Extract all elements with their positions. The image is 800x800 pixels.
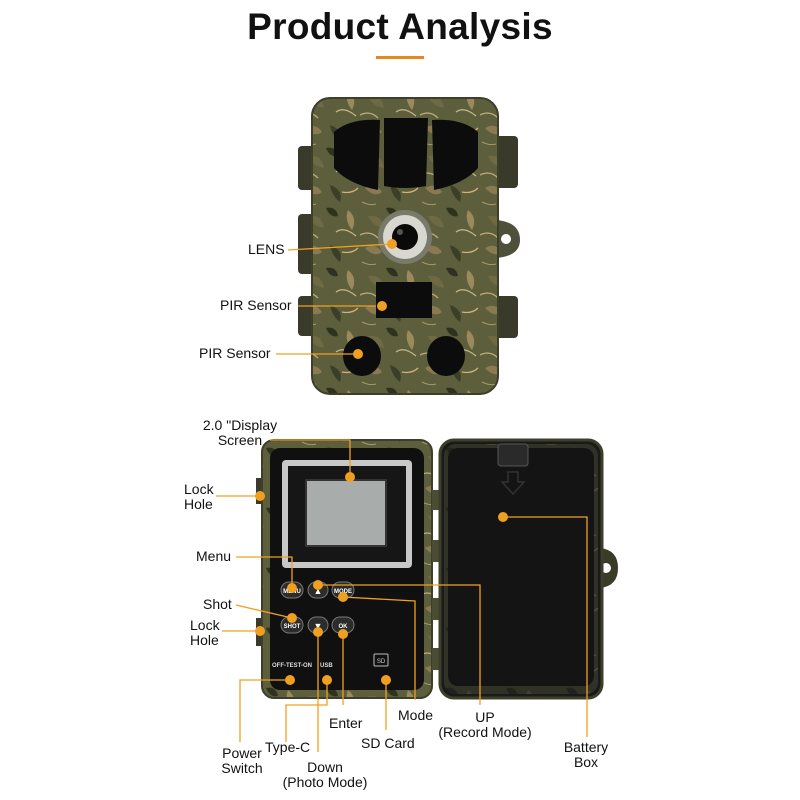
label-shot: Shot xyxy=(203,596,232,612)
hinge xyxy=(432,598,442,620)
hinge xyxy=(432,648,442,670)
label-sd-card: SD Card xyxy=(361,735,415,751)
hinge xyxy=(432,540,442,562)
callout-dot xyxy=(287,613,297,623)
shot-button[interactable]: SHOT xyxy=(280,616,304,634)
sd-symbol-text: SD xyxy=(377,659,386,665)
label-power-switch: Power Switch xyxy=(221,745,263,776)
arrow-down-icon xyxy=(500,471,526,496)
ir-led-panel-right xyxy=(432,119,478,190)
callout-dot xyxy=(313,580,323,590)
callout-dot xyxy=(498,512,508,522)
label-down: Down (Photo Mode) xyxy=(282,759,368,790)
pir-sensor-window xyxy=(376,282,432,318)
callout-dot xyxy=(287,583,297,593)
callout-dot xyxy=(387,239,397,249)
camera-front xyxy=(298,97,520,395)
pir-sensor-right xyxy=(427,336,465,376)
battery-box xyxy=(448,448,594,686)
ok-button-label: OK xyxy=(339,624,349,630)
label-pir-sensor-1: PIR Sensor xyxy=(220,297,292,313)
callout-dot xyxy=(255,491,265,501)
callout-dot xyxy=(322,675,332,685)
up-arrow-icon: ▲ xyxy=(314,586,323,596)
usb-text: USB xyxy=(320,663,333,669)
hinge xyxy=(432,490,442,510)
label-battery-box: Battery Box xyxy=(563,739,609,770)
label-mode: Mode xyxy=(398,707,434,723)
down-arrow-icon: ▼ xyxy=(314,621,323,631)
callout-dot xyxy=(345,472,355,482)
camera-inside-door xyxy=(438,438,618,700)
mount-hole xyxy=(501,234,511,244)
label-enter: Enter xyxy=(329,715,363,731)
label-type-c: Type-C xyxy=(265,739,311,755)
callout-dot xyxy=(353,349,363,359)
label-lock-hole-top: Lock Hole xyxy=(184,481,214,512)
callout-dot xyxy=(338,629,348,639)
display-screen xyxy=(305,479,387,547)
ir-led-panel-left xyxy=(334,119,380,190)
label-pir-sensor-2: PIR Sensor xyxy=(199,345,271,361)
label-up: UP (Record Mode) xyxy=(438,709,532,740)
sd-card-icon xyxy=(373,653,389,667)
label-menu: Menu xyxy=(196,548,232,564)
door-latch xyxy=(497,443,529,467)
label-lock-hole-bottom: Lock Hole xyxy=(190,617,220,648)
callout-dot xyxy=(255,626,265,636)
title-underline xyxy=(376,56,424,59)
camera-inside-left: MENU ▲ MODE SHOT ▼ OK SD OFF-TEST-ON USB xyxy=(256,439,433,699)
callout-dot xyxy=(313,627,323,637)
ir-led-panel-center xyxy=(384,118,428,188)
callout-dot xyxy=(338,592,348,602)
callout-dot xyxy=(377,301,387,311)
callout-dots xyxy=(255,239,508,685)
power-switch-text: OFF-TEST-ON xyxy=(272,663,312,669)
strap-clip xyxy=(494,296,518,338)
label-display-screen: 2.0 "Display Screen xyxy=(202,417,278,448)
strap-clip xyxy=(494,136,518,188)
callout-lines xyxy=(216,243,588,752)
shot-button-label: SHOT xyxy=(284,624,301,630)
page-title: Product Analysis xyxy=(247,6,553,47)
callout-dot xyxy=(285,675,295,685)
label-lens: LENS xyxy=(248,241,285,257)
callout-dot xyxy=(381,675,391,685)
